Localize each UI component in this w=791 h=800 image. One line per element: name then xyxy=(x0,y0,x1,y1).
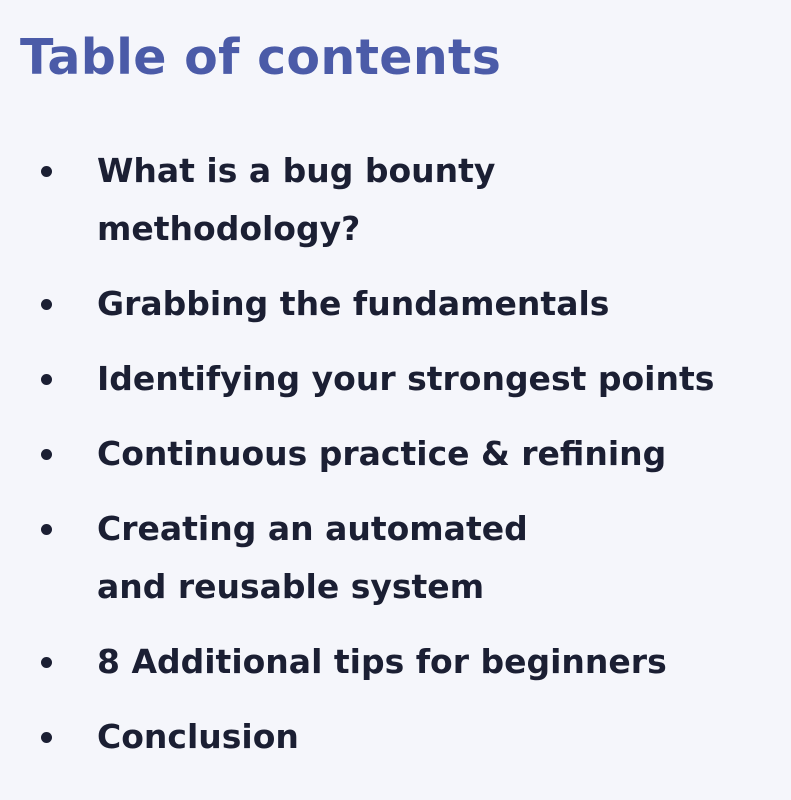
toc-item-label: Grabbing the fundamentals xyxy=(97,284,610,323)
toc-item-practice-refining[interactable]: Continuous practice & refining xyxy=(0,425,791,483)
toc-item-label: Creating an automated and reusable syste… xyxy=(97,509,528,606)
toc-list: What is a bug bounty methodology? Grabbi… xyxy=(0,142,791,783)
bullet-icon xyxy=(41,657,52,668)
toc-item-automated-system[interactable]: Creating an automated and reusable syste… xyxy=(0,500,791,616)
bullet-icon xyxy=(41,449,52,460)
bullet-icon xyxy=(41,732,52,743)
toc-item-beginner-tips[interactable]: 8 Additional tips for beginners xyxy=(0,633,791,691)
bullet-icon xyxy=(41,299,52,310)
toc-item-conclusion[interactable]: Conclusion xyxy=(0,708,791,766)
toc-item-label: Conclusion xyxy=(97,717,299,756)
toc-item-label: Continuous practice & refining xyxy=(97,434,667,473)
toc-item-fundamentals[interactable]: Grabbing the fundamentals xyxy=(0,275,791,333)
bullet-icon xyxy=(41,374,52,385)
toc-item-bug-bounty-methodology[interactable]: What is a bug bounty methodology? xyxy=(0,142,791,258)
toc-title: Table of contents xyxy=(20,29,502,86)
toc-item-strongest-points[interactable]: Identifying your strongest points xyxy=(0,350,791,408)
toc-item-label: What is a bug bounty methodology? xyxy=(97,151,496,248)
toc-item-label: Identifying your strongest points xyxy=(97,359,715,398)
bullet-icon xyxy=(41,166,52,177)
bullet-icon xyxy=(41,524,52,535)
toc-item-label: 8 Additional tips for beginners xyxy=(97,642,667,681)
